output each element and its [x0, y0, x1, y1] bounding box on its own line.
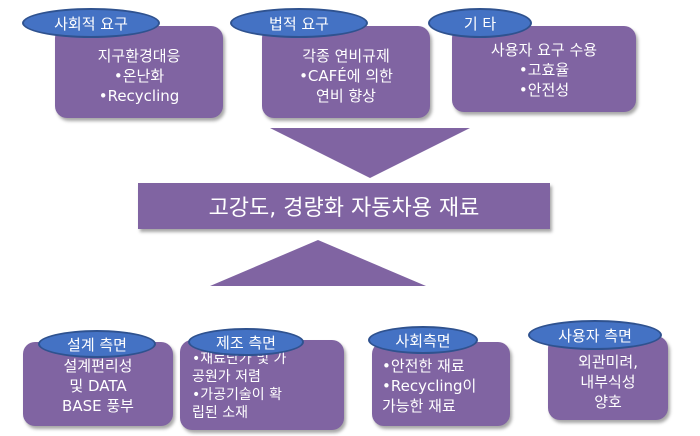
bottom-box-design-line-3: BASE 풍부 [62, 397, 134, 415]
bottom-box-design-line-2: 및 DATA [69, 377, 127, 395]
bottom-pill-society: 사회측면 [368, 326, 478, 354]
bottom-box-user-line-3: 양호 [594, 393, 622, 411]
top-pill-legal-label: 법적 요구 [269, 14, 329, 33]
top-box-social: 지구환경대응 •온난화 •Recycling [55, 26, 223, 118]
top-box-other-line-2: •고효율 [518, 61, 570, 79]
bottom-box-society-line-3: 가능한 재료 [382, 397, 456, 415]
down-arrow [270, 128, 470, 178]
top-box-other-line-3: •안전성 [518, 81, 570, 99]
bottom-box-society-line-2: •Recycling이 [382, 377, 477, 395]
bottom-box-society-line-1: •안전한 재료 [382, 357, 465, 375]
top-box-other: 사용자 요구 수용 •고효율 •안전성 [452, 26, 636, 112]
bottom-box-user-line-1: 외관미려, [578, 353, 638, 371]
bottom-box-society: •안전한 재료 •Recycling이 가능한 재료 [372, 342, 510, 426]
top-pill-other-label: 기 타 [463, 14, 497, 33]
bottom-pill-design: 설계 측면 [38, 330, 156, 358]
bottom-pill-user-label: 사용자 측면 [558, 326, 632, 345]
bottom-pill-manufacturing: 제조 측면 [188, 328, 304, 356]
bottom-box-user: 외관미려, 내부식성 양호 [548, 336, 668, 420]
bottom-pill-society-label: 사회측면 [395, 331, 451, 350]
up-arrow [210, 240, 426, 286]
bottom-pill-manufacturing-label: 제조 측면 [216, 333, 276, 352]
center-banner: 고강도, 경량화 자동차용 재료 [138, 183, 550, 229]
bottom-box-manufacturing: •재료단가 및 가 공원가 저렴 •가공기술이 확 립된 소재 [180, 340, 344, 430]
top-box-social-line-1: 지구환경대응 [97, 47, 181, 65]
bottom-box-manufacturing-line-2: 공원가 저렴 [192, 369, 261, 385]
top-pill-social-label: 사회적 요구 [54, 14, 128, 33]
top-box-social-line-2: •온난화 [113, 67, 165, 85]
top-pill-social: 사회적 요구 [22, 8, 160, 38]
top-box-legal-line-1: 각종 연비규제 [302, 47, 390, 65]
top-box-legal-line-2: •CAFÉ에 의한 [299, 67, 393, 85]
bottom-box-design-line-1: 설계편리성 [63, 357, 133, 375]
down-arrow-shape [270, 128, 470, 178]
top-pill-legal: 법적 요구 [230, 8, 368, 38]
up-arrow-shape [210, 240, 426, 286]
top-box-legal-line-3: 연비 향상 [316, 87, 376, 105]
bottom-pill-user: 사용자 측면 [528, 320, 662, 350]
bottom-pill-design-label: 설계 측면 [67, 335, 127, 354]
top-box-other-line-1: 사용자 요구 수용 [490, 41, 598, 59]
bottom-box-manufacturing-line-4: 립된 소재 [192, 405, 248, 421]
top-box-social-line-3: •Recycling [98, 87, 180, 105]
bottom-box-user-line-2: 내부식성 [580, 373, 636, 391]
top-box-legal: 각종 연비규제 •CAFÉ에 의한 연비 향상 [262, 26, 430, 118]
top-pill-other: 기 타 [428, 8, 532, 38]
bottom-box-manufacturing-line-3: •가공기술이 확 [192, 387, 282, 403]
center-banner-title: 고강도, 경량화 자동차용 재료 [208, 196, 480, 221]
